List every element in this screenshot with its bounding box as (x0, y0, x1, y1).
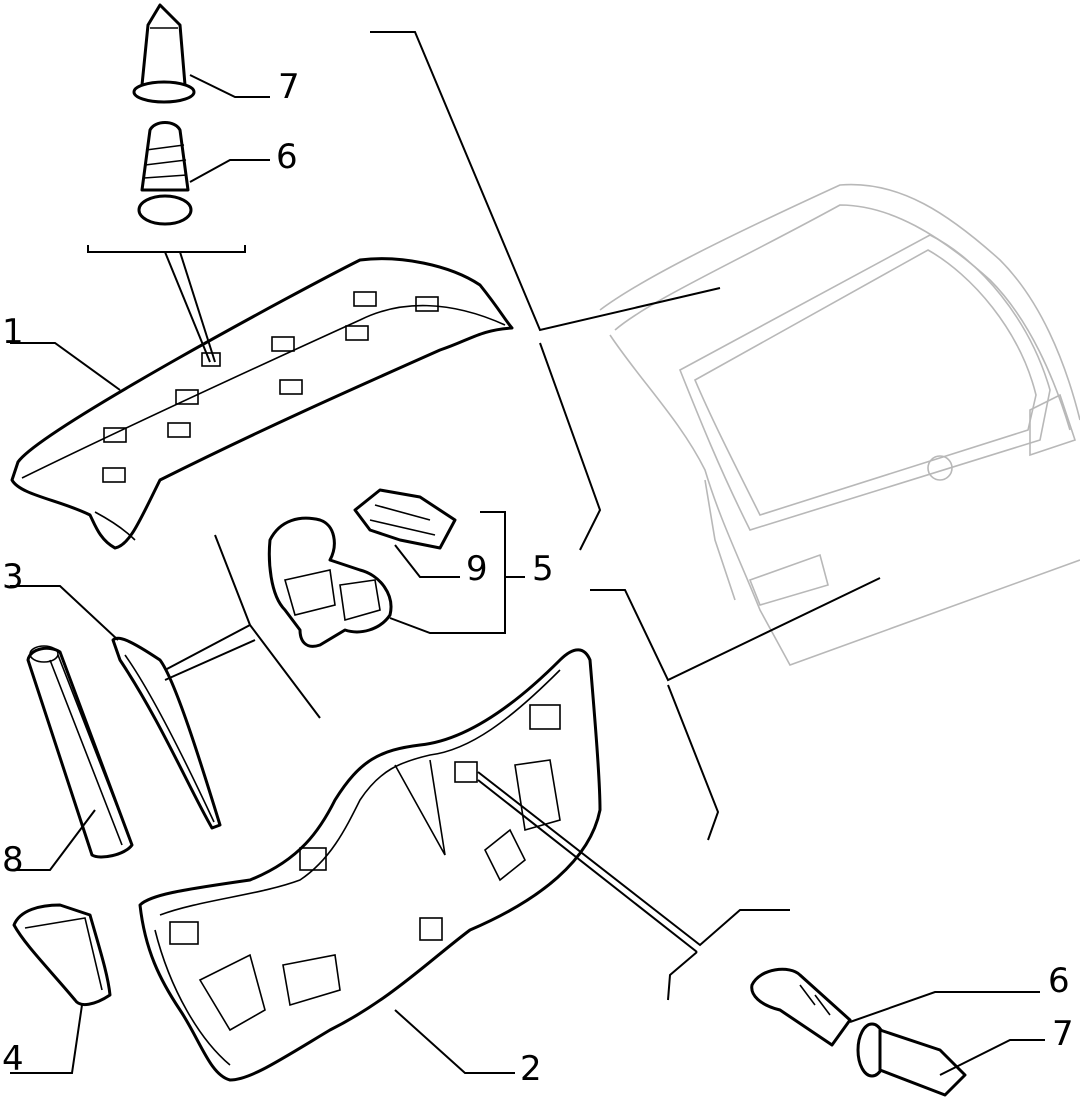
push-rivet-top-part-7 (132, 3, 196, 104)
callout-6-top: 6 (276, 137, 298, 177)
cover-part-4 (12, 903, 112, 1007)
leader-lines (10, 31, 1045, 1076)
callout-2: 2 (520, 1049, 542, 1089)
spring-clip-part-9 (353, 488, 457, 550)
callout-7-top: 7 (278, 67, 300, 107)
callout-4: 4 (2, 1039, 24, 1079)
callout-8: 8 (2, 840, 24, 880)
screw-top-part-6 (137, 121, 193, 226)
seal-strip-part-8 (26, 645, 134, 859)
spoiler-part-1 (10, 257, 514, 550)
clip-assembly-part-5 (267, 516, 393, 648)
callout-6-bottom: 6 (1048, 961, 1070, 1001)
callout-1: 1 (2, 312, 24, 352)
callout-3: 3 (2, 557, 24, 597)
callout-9: 9 (466, 549, 488, 589)
push-rivet-bottom-part-7 (856, 1022, 967, 1097)
trim-panel-part-2 (138, 648, 602, 1082)
callout-5: 5 (532, 549, 554, 589)
callout-labels: 7 6 1 3 9 5 8 4 2 6 7 (2, 67, 1074, 1089)
screw-bottom-part-6 (750, 967, 852, 1047)
car-rear-outline (599, 183, 1080, 666)
side-trim-part-3 (111, 636, 222, 830)
callout-7-bottom: 7 (1052, 1014, 1074, 1054)
spoiler-clips (102, 291, 439, 483)
